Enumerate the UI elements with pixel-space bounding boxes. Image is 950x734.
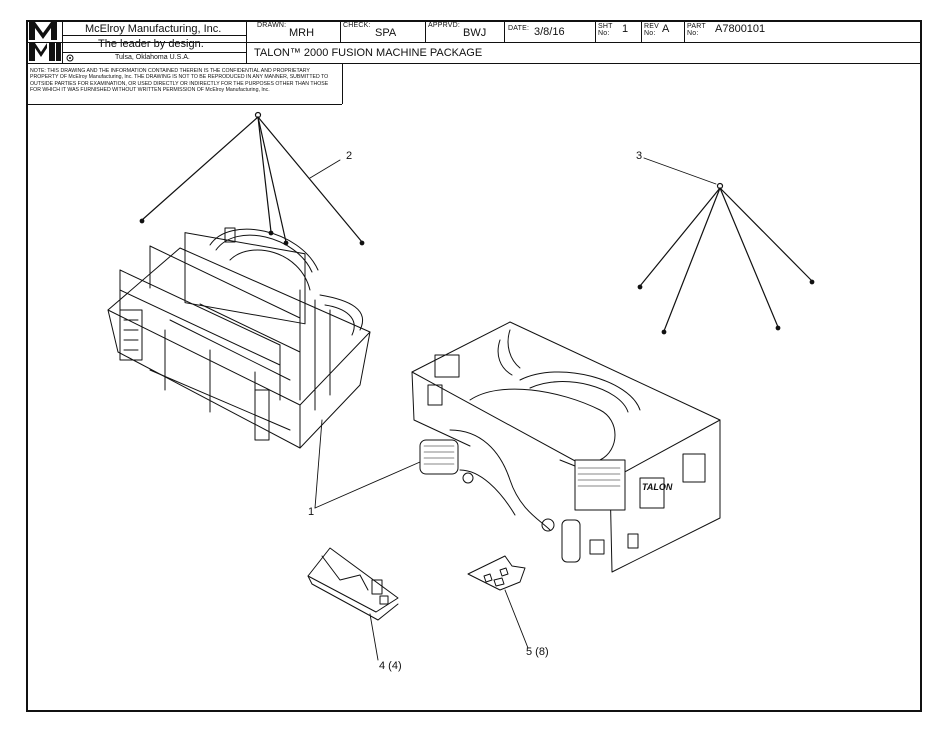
sht-label: SHT No: (598, 23, 613, 37)
date-label: DATE: (508, 25, 530, 32)
drawing-sheet (26, 20, 922, 712)
drawing-title: TALON™ 2000 FUSION MACHINE PACKAGE (254, 47, 483, 59)
confidentiality-note: NOTE: THIS DRAWING AND THE INFORMATION C… (30, 68, 329, 93)
note-box-right (342, 63, 343, 104)
frame-assembly (107, 227, 371, 449)
title-block-separator (504, 20, 505, 42)
title-block-bottom (26, 63, 922, 64)
apprvd-value: BWJ (463, 27, 487, 39)
lifting-sling-3 (637, 182, 815, 335)
company-divider (62, 35, 246, 36)
company-location: Tulsa, Oklahoma U.S.A. (115, 54, 190, 61)
callout-1: 1 (308, 506, 315, 518)
date-value: 3/8/16 (534, 26, 565, 38)
callout-3: 3 (636, 150, 643, 162)
title-block-separator (425, 20, 426, 42)
company-name: McElroy Manufacturing, Inc. (85, 23, 222, 35)
part-label: PART No: (687, 23, 706, 37)
title-block-separator (246, 20, 247, 63)
rev-label: REV No: (644, 23, 659, 37)
apprvd-label: APPRVD: (428, 22, 461, 29)
part-4-bracket (307, 547, 399, 621)
callout-2: 2 (346, 150, 353, 162)
title-block-separator (684, 20, 685, 42)
callout-5: 5 (8) (526, 646, 549, 658)
sht-value: 1 (622, 23, 629, 35)
origin-symbol-icon (66, 54, 74, 62)
rev-value: A (662, 23, 670, 35)
note-box-bottom (26, 104, 342, 105)
leader-lines (309, 157, 717, 661)
company-tagline: The leader by design. (98, 38, 204, 50)
check-label: CHECK: (343, 22, 371, 29)
title-block-separator (340, 20, 341, 42)
drawn-label: DRAWN: (257, 22, 287, 29)
callout-4: 4 (4) (379, 660, 402, 672)
check-value: SPA (375, 27, 397, 39)
drawn-value: MRH (289, 27, 315, 39)
part-5-plate (467, 555, 526, 591)
machine-badge: TALON (642, 482, 673, 492)
title-block-separator (595, 20, 596, 42)
title-block-separator (641, 20, 642, 42)
company-divider (62, 52, 246, 53)
part-value: A7800101 (715, 23, 766, 35)
lifting-sling-2 (139, 111, 365, 246)
fusion-machine (411, 321, 721, 573)
logo-mark (29, 22, 61, 61)
title-block-divider (26, 42, 922, 43)
title-block-separator (62, 20, 63, 63)
